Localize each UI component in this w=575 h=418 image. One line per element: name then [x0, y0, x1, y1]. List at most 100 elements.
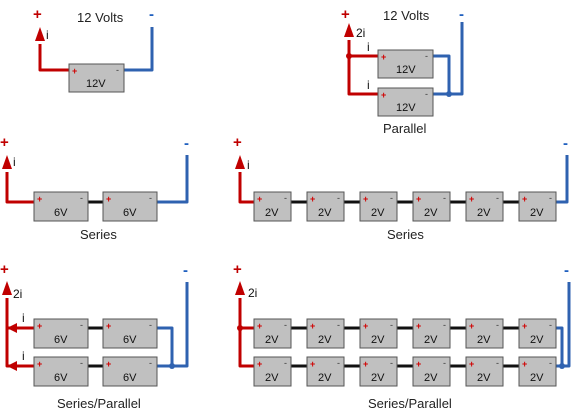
svg-text:+: + [257, 194, 262, 204]
series-parallel-2v-circuit: + - 2i +-2V +-2V +-2V +-2V +-2V +-2V +-2… [233, 261, 571, 411]
current-label-branch: i [22, 311, 25, 325]
series-caption: Series [387, 227, 424, 242]
battery-voltage: 2V [318, 207, 332, 219]
svg-text:-: - [390, 193, 393, 203]
negative-link-wire [556, 326, 564, 366]
junction-dot [237, 325, 243, 331]
positive-wire [38, 44, 69, 72]
negative-link-wire [433, 54, 451, 94]
svg-text:-: - [425, 89, 428, 99]
volts-label: 12 Volts [383, 8, 430, 23]
battery: +-2V [465, 191, 504, 222]
svg-text:+: + [522, 194, 527, 204]
svg-text:-: - [549, 193, 552, 203]
battery: + - 6V [33, 191, 89, 222]
battery: +-2V [465, 356, 504, 387]
battery-voltage: 2V [265, 334, 279, 346]
current-label-total: 2i [13, 287, 22, 301]
svg-text:-: - [496, 193, 499, 203]
svg-text:-: - [337, 358, 340, 368]
battery: +-2V [359, 318, 398, 349]
svg-text:+: + [257, 359, 262, 369]
minus-terminal-label: - [564, 262, 569, 279]
battery: + -2V [306, 318, 345, 349]
svg-text:+: + [416, 321, 421, 331]
svg-text:-: - [496, 358, 499, 368]
svg-text:+: + [381, 52, 386, 62]
svg-text:+: + [310, 359, 315, 369]
svg-text:-: - [149, 320, 152, 330]
svg-text:-: - [149, 358, 152, 368]
battery: +-2V [465, 318, 504, 349]
negative-wire [157, 282, 189, 368]
battery: + - 12V [377, 87, 434, 117]
positive-wire [238, 172, 254, 204]
current-label-branch: i [367, 40, 370, 54]
battery: +-2V [306, 356, 345, 387]
series-parallel-caption: Series/Parallel [368, 396, 452, 411]
battery: +-2V [359, 356, 398, 387]
svg-text:-: - [149, 193, 152, 203]
battery-voltage: 12V [396, 102, 416, 114]
battery-voltage: 2V [530, 334, 544, 346]
battery: +-2V [253, 191, 292, 222]
current-label-total: 2i [248, 286, 257, 300]
svg-text:+: + [106, 359, 111, 369]
svg-text:-: - [425, 51, 428, 61]
svg-text:-: - [80, 320, 83, 330]
svg-text:-: - [390, 320, 393, 330]
svg-text:-: - [443, 358, 446, 368]
svg-text:-: - [337, 320, 340, 330]
current-arrow-icon [344, 23, 354, 37]
svg-text:-: - [80, 193, 83, 203]
battery: + - 6V [102, 191, 158, 222]
svg-text:-: - [549, 320, 552, 330]
current-arrow-icon [235, 155, 245, 169]
series-6v-circuit: + - i + - 6V + - 6V Series [0, 134, 189, 242]
minus-terminal-label: - [149, 6, 154, 23]
svg-text:-: - [549, 358, 552, 368]
series-link-wire [88, 326, 103, 368]
plus-terminal-label: + [33, 6, 42, 23]
battery-voltage: 2V [530, 207, 544, 219]
svg-text:-: - [390, 358, 393, 368]
battery: + - 12V [68, 63, 125, 93]
battery-voltage: 6V [123, 334, 137, 346]
positive-wire [347, 40, 378, 96]
battery-voltage: 2V [424, 334, 438, 346]
battery: + -2V [412, 318, 451, 349]
current-label-total: 2i [356, 26, 365, 40]
svg-text:-: - [443, 320, 446, 330]
parallel-caption: Parallel [383, 121, 426, 136]
negative-wire [157, 155, 189, 204]
svg-text:+: + [522, 359, 527, 369]
battery: +-6V [33, 318, 89, 349]
positive-wire [5, 298, 34, 368]
svg-text:+: + [106, 321, 111, 331]
battery: +-2V [412, 356, 451, 387]
svg-text:-: - [443, 193, 446, 203]
junction-dot [346, 53, 352, 59]
current-label: i [247, 158, 250, 172]
svg-text:+: + [310, 321, 315, 331]
battery: +-2V [253, 356, 292, 387]
battery-voltage: 2V [424, 207, 438, 219]
svg-text:+: + [522, 321, 527, 331]
junction-dot [169, 363, 175, 369]
battery-voltage: 2V [477, 334, 491, 346]
battery-voltage: 2V [371, 334, 385, 346]
battery-voltage: 2V [530, 372, 544, 384]
negative-wire [556, 155, 569, 204]
single-12v-circuit: + 12 Volts - i + - 12V [33, 6, 154, 93]
branch-arrow-icon [7, 323, 17, 333]
plus-terminal-label: + [0, 261, 9, 278]
svg-text:+: + [37, 359, 42, 369]
svg-text:+: + [416, 194, 421, 204]
battery-voltage: 2V [371, 372, 385, 384]
battery: + -2V [518, 318, 557, 349]
battery-voltage: 2V [318, 334, 332, 346]
battery-voltage: 2V [265, 207, 279, 219]
junction-dot [446, 91, 452, 97]
branch-arrow-icon [7, 361, 17, 371]
